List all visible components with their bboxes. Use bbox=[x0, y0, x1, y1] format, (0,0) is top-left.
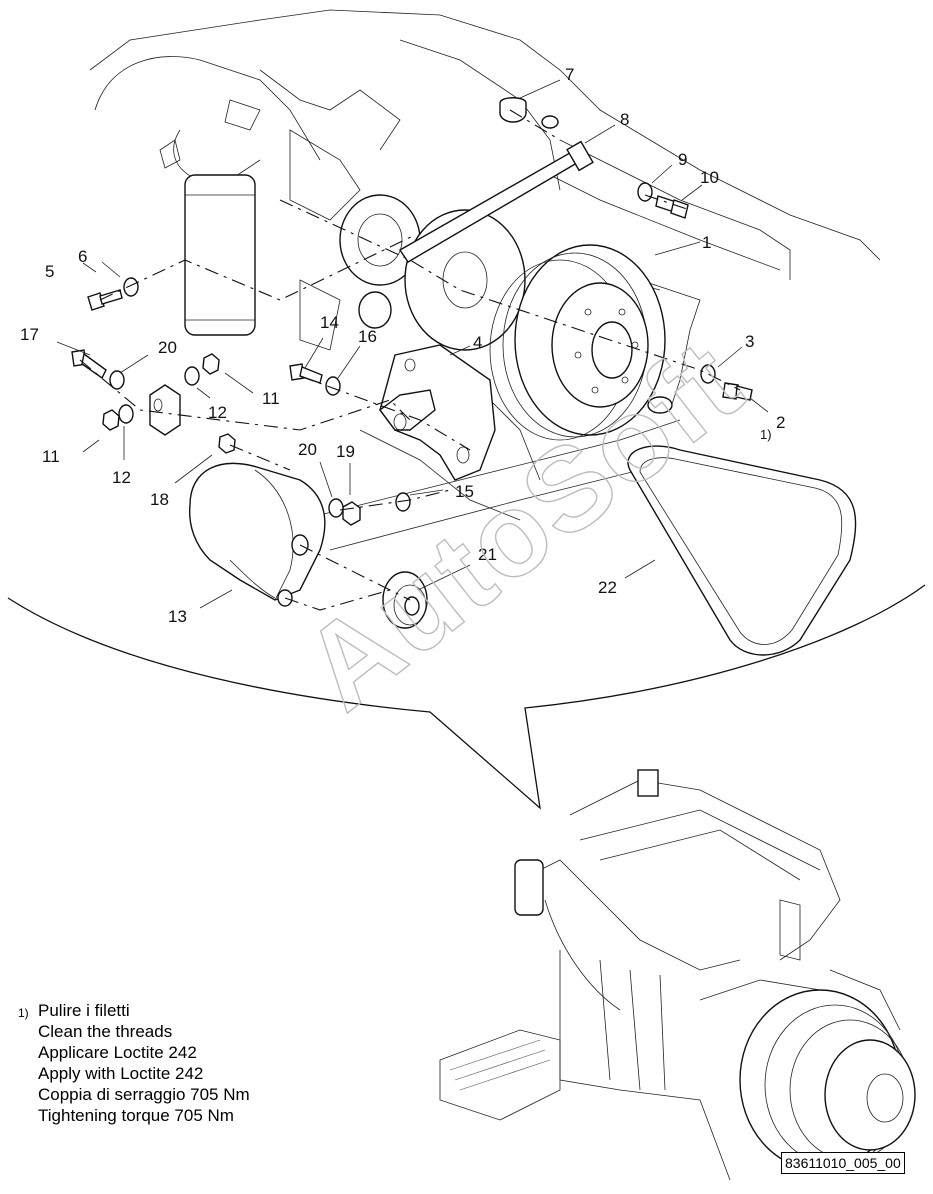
bolt-part-10 bbox=[655, 195, 689, 219]
notes-marker: 1) bbox=[18, 1006, 29, 1020]
callout-15: 15 bbox=[455, 482, 474, 501]
note-line: Clean the threads bbox=[38, 1022, 173, 1041]
sleeve-part-18 bbox=[218, 433, 236, 454]
callout-4: 4 bbox=[473, 333, 482, 352]
washer-part-12-upper bbox=[184, 366, 200, 386]
washer-part-20-upper bbox=[109, 370, 125, 390]
callout-10: 10 bbox=[700, 168, 719, 187]
note-reference-marker: 1) bbox=[760, 427, 772, 442]
nut-part-11-upper bbox=[202, 353, 220, 375]
callout-8: 8 bbox=[620, 110, 629, 129]
callout-19: 19 bbox=[336, 442, 355, 461]
callout-16: 16 bbox=[358, 327, 377, 346]
alternator-bracket bbox=[379, 344, 496, 481]
callout-20-lower: 20 bbox=[298, 440, 317, 459]
washer-part-16 bbox=[325, 376, 341, 396]
callout-6: 6 bbox=[78, 247, 87, 266]
nut-part-19 bbox=[342, 501, 361, 526]
bolt-part-2 bbox=[722, 382, 753, 401]
callout-11-left: 11 bbox=[42, 447, 60, 466]
crankshaft-pulley bbox=[489, 244, 666, 441]
note-line: Apply with Loctite 242 bbox=[38, 1064, 204, 1083]
callout-12-right: 12 bbox=[208, 403, 227, 422]
spacer-block-part bbox=[149, 384, 181, 436]
drawing-code-label: 83611010_005_00 bbox=[781, 1152, 905, 1174]
alternator bbox=[188, 462, 326, 607]
washer-part-9 bbox=[637, 182, 653, 202]
callout-7: 7 bbox=[565, 65, 574, 84]
washer-part-15 bbox=[395, 492, 411, 512]
washer-part-20-lower bbox=[328, 498, 344, 518]
note-line: Coppia di serraggio 705 Nm bbox=[38, 1085, 250, 1104]
spacer-part-7 bbox=[499, 97, 559, 129]
callout-5: 5 bbox=[45, 262, 54, 281]
note-line: Tightening torque 705 Nm bbox=[38, 1106, 234, 1125]
detail-bubble-outline bbox=[7, 584, 926, 810]
alignment-lines bbox=[79, 109, 741, 611]
callout-9: 9 bbox=[678, 150, 687, 169]
callout-13: 13 bbox=[168, 607, 187, 626]
nut-part-11-lower bbox=[102, 409, 120, 431]
callout-14: 14 bbox=[320, 313, 339, 332]
callout-1: 1 bbox=[702, 233, 711, 252]
note-line: Pulire i filetti bbox=[38, 1001, 130, 1020]
callout-labels: 1 2 1) 3 4 5 6 7 8 9 10 11 11 12 12 13 1… bbox=[20, 65, 785, 626]
callout-20-upper: 20 bbox=[158, 338, 177, 357]
callout-18: 18 bbox=[150, 490, 169, 509]
washer-part-3 bbox=[700, 364, 716, 384]
washer-part-6 bbox=[123, 277, 139, 297]
alternator-pulley bbox=[382, 571, 428, 629]
note-line: Applicare Loctite 242 bbox=[38, 1043, 197, 1062]
callout-11-right: 11 bbox=[262, 389, 280, 408]
notes-lines: Pulire i filetti Clean the threads Appli… bbox=[38, 1000, 250, 1126]
bolt-part-5 bbox=[87, 289, 123, 311]
drive-belt bbox=[627, 445, 857, 656]
callout-12-left: 12 bbox=[112, 468, 131, 487]
engine-overview-view bbox=[439, 769, 916, 1181]
callout-17: 17 bbox=[20, 325, 39, 344]
callout-21: 21 bbox=[478, 545, 497, 564]
callout-3: 3 bbox=[745, 332, 754, 351]
callout-2: 2 bbox=[776, 413, 785, 432]
washer-part-12-lower bbox=[118, 404, 134, 424]
callout-22: 22 bbox=[598, 578, 617, 597]
leader-lines bbox=[56, 79, 769, 609]
assembly-notes: 1) Pulire i filetti Clean the threads Ap… bbox=[18, 1000, 250, 1126]
